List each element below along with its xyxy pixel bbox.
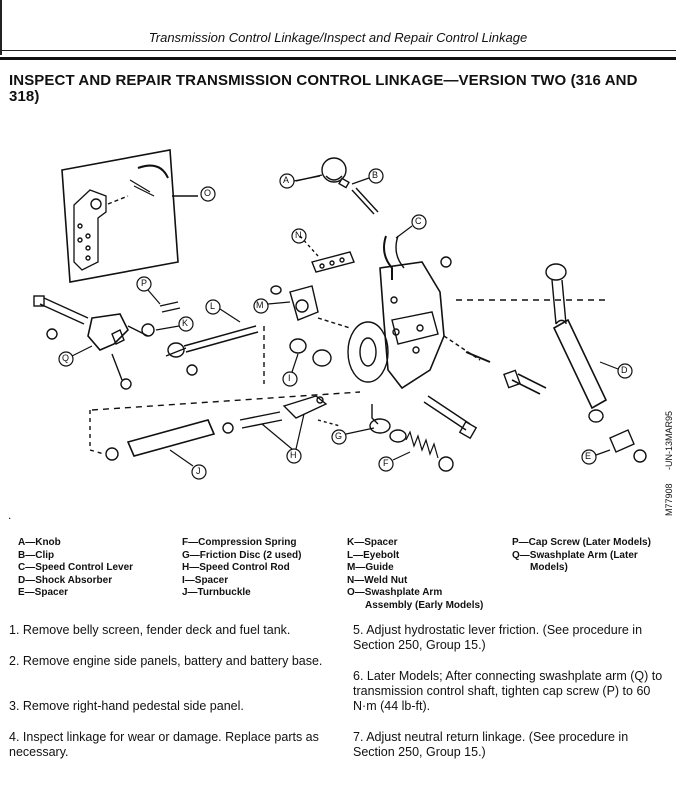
legend-item: G—Friction Disc (2 used) xyxy=(182,549,302,561)
running-header: Transmission Control Linkage/Inspect and… xyxy=(148,30,528,45)
legend-col-2: F—Compression Spring G—Friction Disc (2 … xyxy=(182,537,301,600)
guide-and-spacer xyxy=(270,285,351,367)
section-title: INSPECT AND REPAIR TRANSMISSION CONTROL … xyxy=(9,72,638,105)
swashplate-arm-assembly-inset xyxy=(61,149,198,283)
step-5: 5. Adjust hydrostatic lever friction. (S… xyxy=(353,623,643,652)
header-rule xyxy=(0,50,676,51)
legend-item: Q—Swashplate Arm (Later xyxy=(512,549,638,561)
callout-p: P xyxy=(141,278,148,288)
legend-item: O—Swashplate Arm xyxy=(347,587,443,598)
step-3: 3. Remove right-hand pedestal side panel… xyxy=(9,699,244,713)
section-rule xyxy=(0,57,676,60)
legend-item: P—Cap Screw (Later Models) xyxy=(512,537,651,548)
step-7: 7. Adjust neutral return linkage. (See p… xyxy=(353,730,629,759)
spacer-e-part xyxy=(609,429,647,463)
step-2: 2. Remove engine side panels, battery an… xyxy=(9,654,323,668)
callout-q: Q xyxy=(62,353,70,363)
callout-b: B xyxy=(372,170,379,180)
legend-col-3: K—Spacer L—Eyebolt M—Guide N—Weld Nut O—… xyxy=(347,537,483,612)
callout-j: J xyxy=(196,466,201,476)
legend-item-continued: Models) xyxy=(530,562,568,573)
control-bracket xyxy=(347,256,610,390)
callout-d: D xyxy=(621,365,628,375)
figure-number: M77908 xyxy=(664,483,674,516)
legend-item: H—Speed Control Rod xyxy=(182,562,290,573)
step-6: 6. Later Models; After connecting swashp… xyxy=(353,669,663,713)
legend-item-continued: Assembly (Early Models) xyxy=(365,599,484,611)
legend-item: A—Knob xyxy=(18,537,61,548)
callout-o: O xyxy=(204,188,212,198)
margin-line xyxy=(0,0,2,55)
legend-item: F—Compression Spring xyxy=(182,537,297,548)
legend-item: B—Clip xyxy=(18,549,55,561)
weld-nut-part xyxy=(299,235,355,273)
legend-item: L—Eyebolt xyxy=(347,549,400,561)
legend-item: C—Speed Control Lever xyxy=(18,562,134,573)
callouts xyxy=(58,168,633,480)
legend-col-1: A—Knob B—Clip C—Speed Control Lever D—Sh… xyxy=(18,537,133,600)
figure-date-code: -UN-13MAR95 xyxy=(664,410,674,470)
stray-mark: . xyxy=(8,508,12,522)
callout-l: L xyxy=(210,301,216,311)
step-1: 1. Remove belly screen, fender deck and … xyxy=(9,623,291,637)
callout-k: K xyxy=(182,318,189,328)
callout-e: E xyxy=(585,451,592,461)
legend-item: N—Weld Nut xyxy=(347,574,408,586)
legend-item: K—Spacer xyxy=(347,537,398,548)
callout-h: H xyxy=(290,450,297,460)
bolt-spring-stack xyxy=(369,395,478,472)
legend-col-4: P—Cap Screw (Later Models) Q—Swashplate … xyxy=(512,537,651,575)
exploded-linkage-diagram xyxy=(33,149,647,480)
callout-n: N xyxy=(295,230,302,240)
callout-g: G xyxy=(335,431,343,441)
legend-item: M—Guide xyxy=(347,562,394,573)
step-4: 4. Inspect linkage for wear or damage. R… xyxy=(9,730,319,759)
eyebolt-and-arm xyxy=(33,295,265,390)
legend-item: D—Shock Absorber xyxy=(18,574,113,586)
legend-item: I—Spacer xyxy=(182,574,229,586)
callout-f: F xyxy=(383,458,389,468)
legend-item: E—Spacer xyxy=(18,587,69,598)
turnbuckle-and-rod xyxy=(89,391,361,461)
callout-c: C xyxy=(415,216,422,226)
callout-m: M xyxy=(256,300,264,310)
callout-a: A xyxy=(283,175,290,185)
legend-item: J—Turnbuckle xyxy=(182,587,251,598)
shock-absorber-part xyxy=(503,263,608,423)
callout-i: I xyxy=(288,373,291,383)
